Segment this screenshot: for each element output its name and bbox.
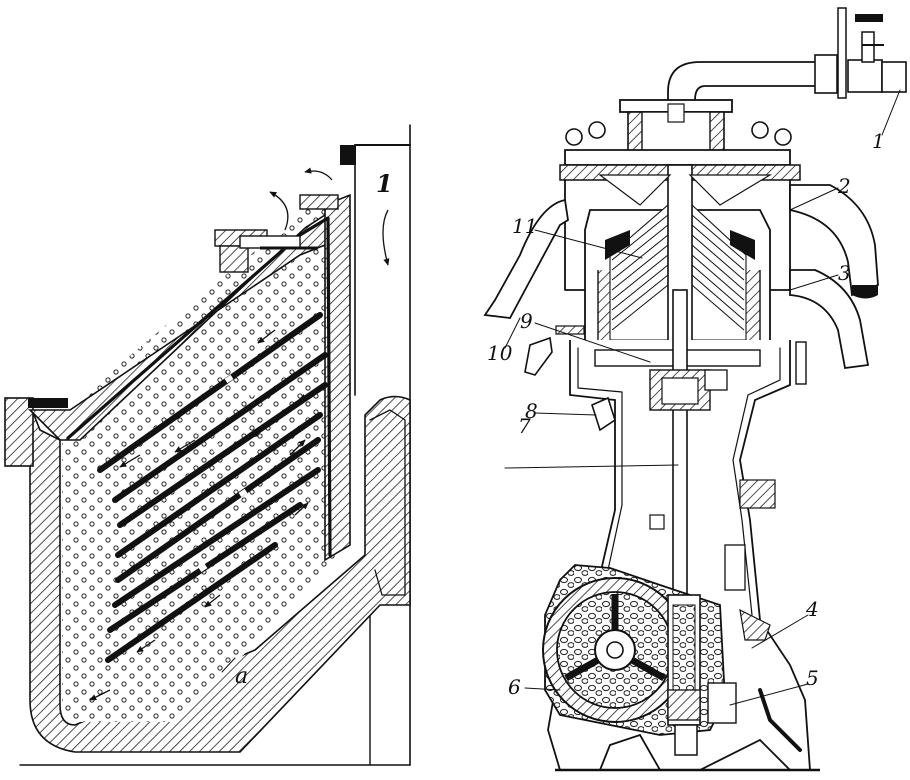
skim-outlet-spout: [483, 198, 569, 319]
housing-frame: [19, 124, 411, 766]
regulator-screw: [524, 336, 553, 376]
separator-bowl: [584, 164, 773, 361]
separator-assembly-view: 1 2 3 4 5 6 7 8 9 10 11: [483, 7, 907, 772]
flow-arrows: [89, 167, 390, 701]
feed-funnel: [619, 99, 733, 161]
label-part-5: 5: [806, 666, 819, 690]
cream-outlet-spout-lower: [789, 269, 870, 370]
feed-pipe: [667, 7, 907, 121]
spindle: [649, 289, 728, 611]
label-part-1: 1: [872, 129, 885, 153]
label-part-3: 3: [838, 261, 851, 285]
label-part-7: 7: [518, 414, 531, 438]
label-part-6: 6: [508, 675, 521, 699]
label-part-11: 11: [512, 214, 537, 238]
label-part-10: 10: [487, 341, 513, 365]
bowl-section-view: 1 a: [4, 124, 411, 766]
label-part-9: 9: [520, 309, 533, 333]
drain-fitting: [591, 396, 616, 432]
label-part-2: 2: [837, 174, 851, 198]
label-part-8: 8: [525, 399, 538, 423]
disc-stack: [97, 312, 328, 663]
label-outlet-1: 1: [376, 169, 393, 198]
gear-drive: [542, 564, 737, 756]
label-wall-a: a: [235, 664, 248, 689]
bowl-lid: [28, 193, 351, 562]
bowl-outer-wall: [29, 395, 411, 753]
label-part-4: 4: [805, 597, 819, 621]
